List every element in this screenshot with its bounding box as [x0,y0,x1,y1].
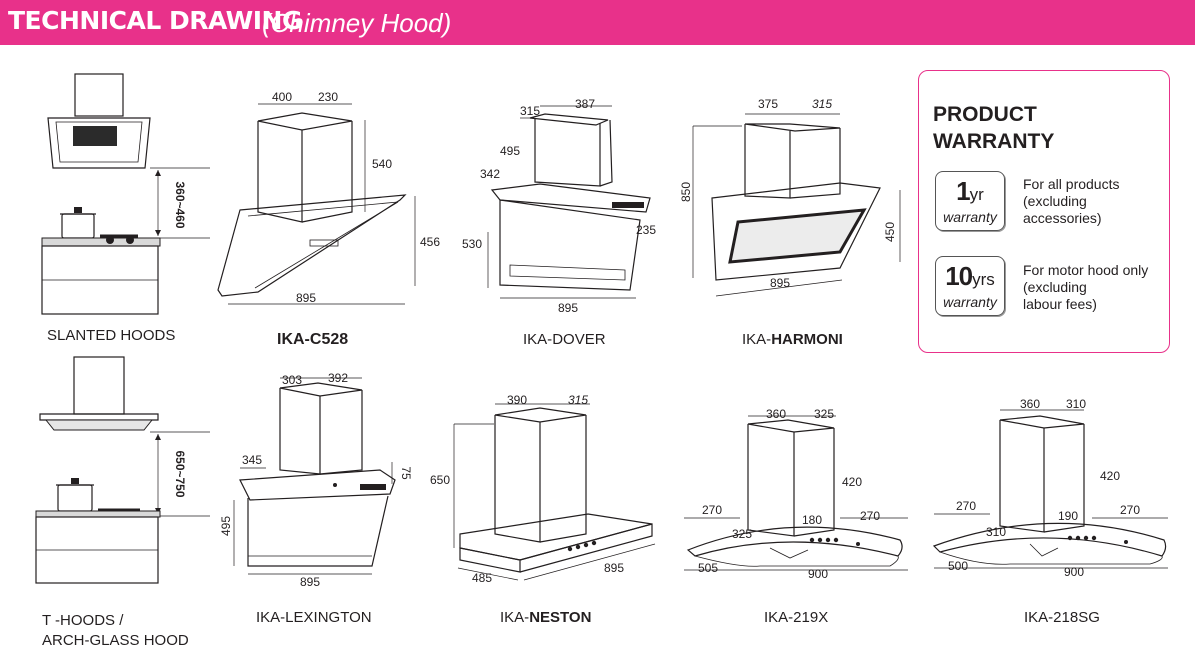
lexington-dim-panel: 75 [399,466,413,480]
t-hood-illustration: 650~750 [35,356,210,584]
model-ika-lexington: IKA-LEXINGTON [256,609,372,626]
c528-dim-width: 400 [272,90,292,104]
lexington-dim-top: 345 [242,453,262,467]
219x-dim-front: 325 [732,527,752,541]
model-ika-218sg: IKA-218SG [1024,609,1100,626]
dover-dim-top: 342 [480,167,500,181]
neston-dim-length: 895 [604,561,624,575]
218sg-dim-depth: 310 [1066,397,1086,411]
lexington-dim-depth: 303 [282,373,302,387]
warranty-title: PRODUCT WARRANTY [933,103,1055,153]
218sg-dim-front: 310 [986,525,1006,539]
dover-dim-height: 530 [462,237,482,251]
neston-dim-width: 390 [507,393,527,407]
218sg-dim-center: 190 [1058,509,1078,523]
product-warranty-box: PRODUCT WARRANTY 1yr warranty For all pr… [918,70,1170,353]
model-ika-neston: IKA-NESTON [500,609,592,626]
model-ika-c528: IKA-C528 [277,331,349,348]
lexington-dim-height: 495 [219,516,233,536]
slanted-chimney-cover [74,73,124,117]
t-hoods-label-line2: ARCH-GLASS HOOD [42,632,189,649]
ika-neston-drawing: 390 315 650 485 895 [430,393,656,585]
slanted-height-dim: 360~460 [173,181,187,228]
harmoni-dim-depth: 315 [812,97,832,111]
ika-harmoni-drawing: 375 315 850 450 895 [679,97,901,297]
219x-dim-left: 270 [702,503,722,517]
neston-dim-depth: 315 [568,393,588,407]
harmoni-dim-length: 895 [770,276,790,290]
neston-dim-side: 485 [472,571,492,585]
page-title: TECHNICAL DRAWING [8,6,303,35]
warranty-badge-10yrs: 10yrs warranty [935,256,1005,316]
c528-dim-depth: 230 [318,90,338,104]
slanted-hood-illustration: 360~460 [41,73,210,315]
pot-icon [61,213,95,239]
neston-dim-height: 650 [430,473,450,487]
ika-219x-drawing: 360 325 420 270 270 180 325 505 900 [684,407,908,581]
219x-dim-right: 270 [860,509,880,523]
219x-dim-length: 900 [808,567,828,581]
218sg-dim-chimney: 420 [1100,469,1120,483]
model-ika-dover: IKA-DOVER [523,331,606,348]
ika-218sg-drawing: 360 310 420 270 270 190 310 500 900 [932,397,1168,579]
page-subtitle: (Chimney Hood) [262,8,452,38]
219x-dim-chimney: 420 [842,475,862,489]
219x-dim-side: 505 [698,561,718,575]
219x-dim-center: 180 [802,513,822,527]
218sg-dim-width: 360 [1020,397,1040,411]
t-chimney-cover [73,356,125,415]
dover-dim-width: 387 [575,97,595,111]
219x-dim-depth: 325 [814,407,834,421]
dover-dim-depth: 315 [520,104,540,118]
lexington-dim-length: 895 [300,575,320,589]
218sg-dim-length: 900 [1064,565,1084,579]
harmoni-dim-hood: 450 [883,222,897,242]
219x-dim-width: 360 [766,407,786,421]
slanted-hood-body [47,117,151,169]
t-height-dim: 650~750 [173,450,187,497]
header-banner: TECHNICAL DRAWING (Chimney Hood) [0,0,1195,45]
model-ika-harmoni: IKA-HARMONI [742,331,843,348]
lexington-dim-width: 392 [328,371,348,385]
218sg-dim-side: 500 [948,559,968,573]
dover-dim-side: 235 [636,223,656,237]
harmoni-dim-width: 375 [758,97,778,111]
warranty-desc-10yrs: For motor hood only (excluding labour fe… [1023,262,1149,312]
warranty-badge-1yr: 1yr warranty [935,171,1005,231]
c528-dim-length: 895 [296,291,316,305]
c528-dim-hood: 456 [420,235,440,249]
c528-dim-chimney: 540 [372,157,392,171]
dover-dim-length: 895 [558,301,578,315]
ika-dover-drawing: 315 387 495 342 530 235 895 [462,97,656,315]
218sg-dim-left: 270 [956,499,976,513]
warranty-desc-1yr: For all products (excluding accessories) [1023,176,1120,226]
ika-lexington-drawing: 303 392 345 75 495 895 [219,371,413,589]
slanted-hoods-label: SLANTED HOODS [47,327,176,344]
model-ika-219x: IKA-219X [764,609,829,626]
dover-dim-chimney: 495 [500,144,520,158]
t-hoods-label-line1: T -HOODS / [42,612,124,629]
218sg-dim-right: 270 [1120,503,1140,517]
harmoni-dim-height: 850 [679,182,693,202]
ika-c528-drawing: 400 230 540 456 895 [217,90,440,305]
